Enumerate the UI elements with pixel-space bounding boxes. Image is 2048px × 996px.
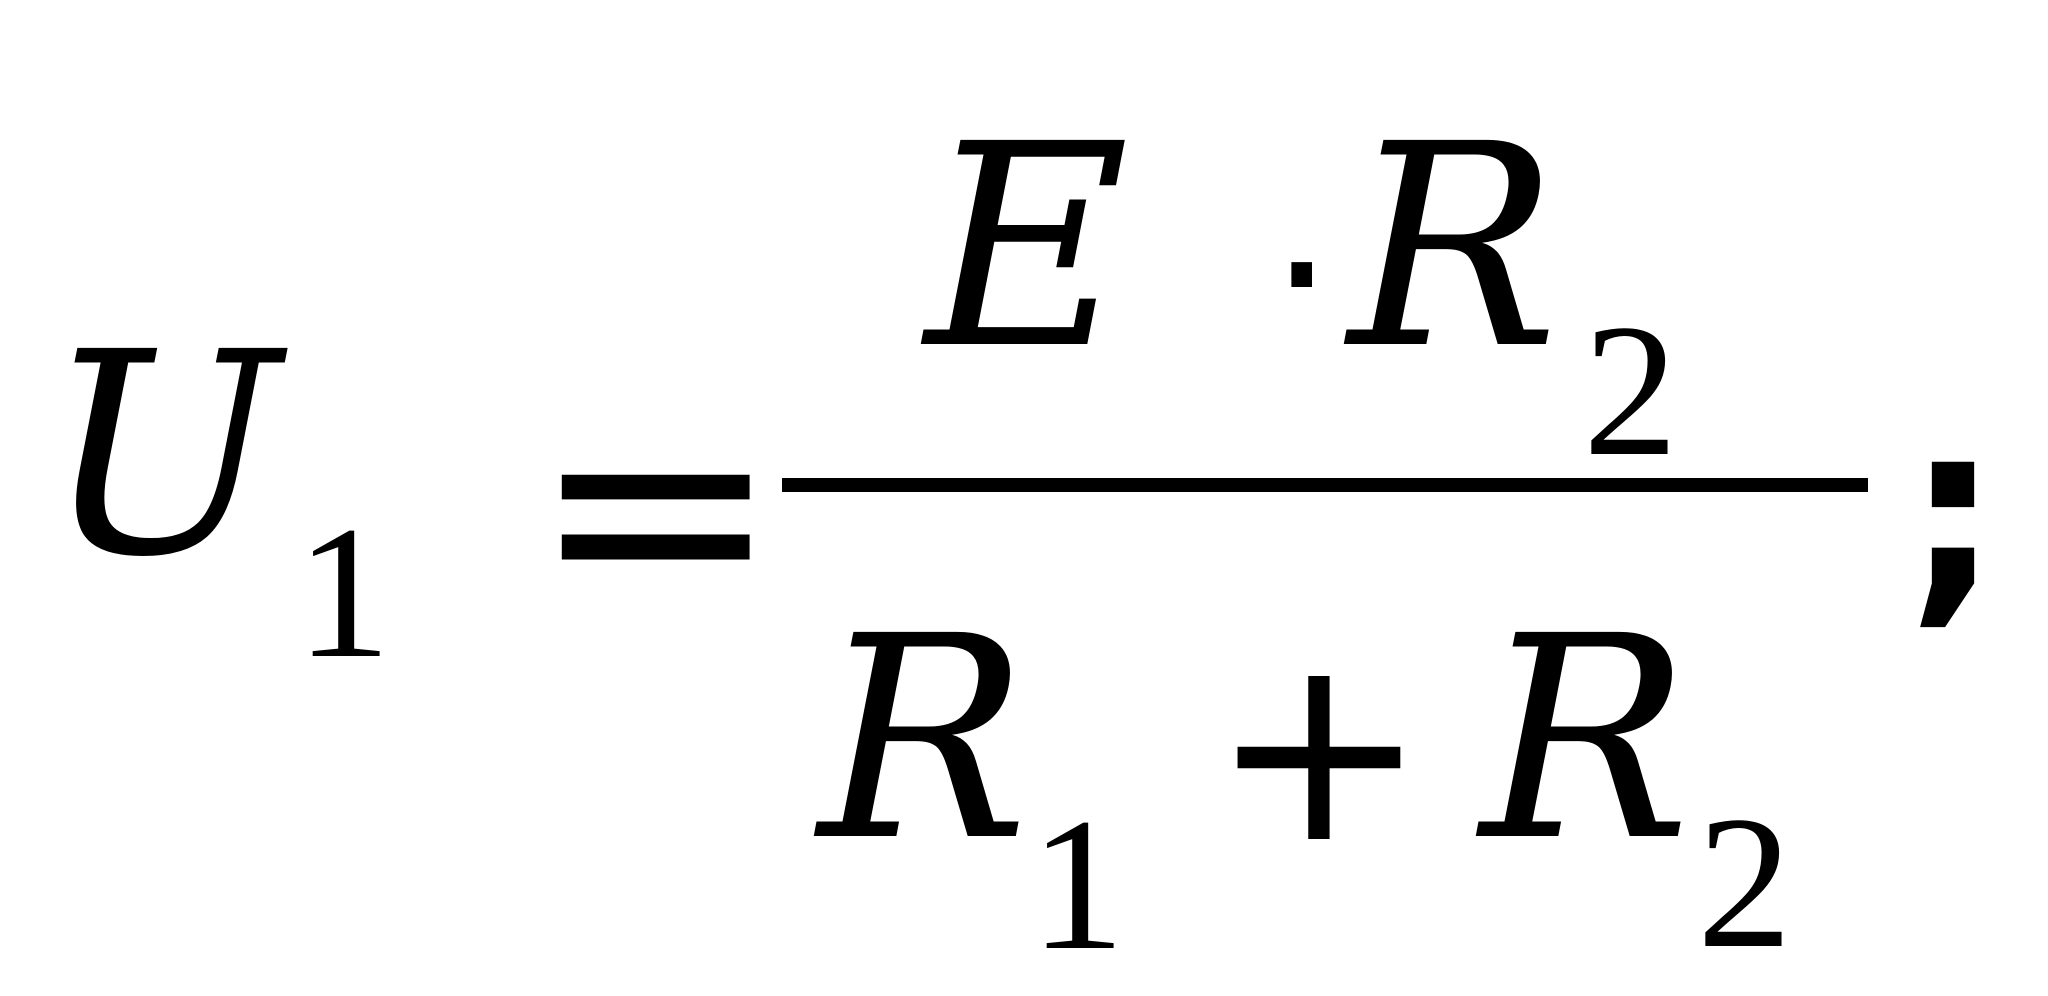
denominator-term2-r: R — [1480, 577, 1691, 903]
numerator-factor-e: E — [925, 85, 1130, 411]
lhs-variable: U — [44, 293, 280, 619]
plus-sign: + — [1210, 599, 1428, 901]
fraction-bar — [782, 478, 1868, 492]
denominator-term1-subscript: 1 — [1030, 780, 1125, 990]
semicolon: ; — [1905, 370, 2001, 650]
multiplication-dot: · — [1270, 159, 1334, 392]
denominator-term1-r: R — [818, 577, 1029, 903]
numerator-factor-r-subscript: 2 — [1583, 286, 1678, 496]
numerator-factor-r: R — [1348, 85, 1559, 411]
denominator-term2-subscript: 2 — [1697, 778, 1792, 988]
equals-sign: = — [530, 333, 782, 682]
lhs-subscript: 1 — [296, 488, 391, 698]
